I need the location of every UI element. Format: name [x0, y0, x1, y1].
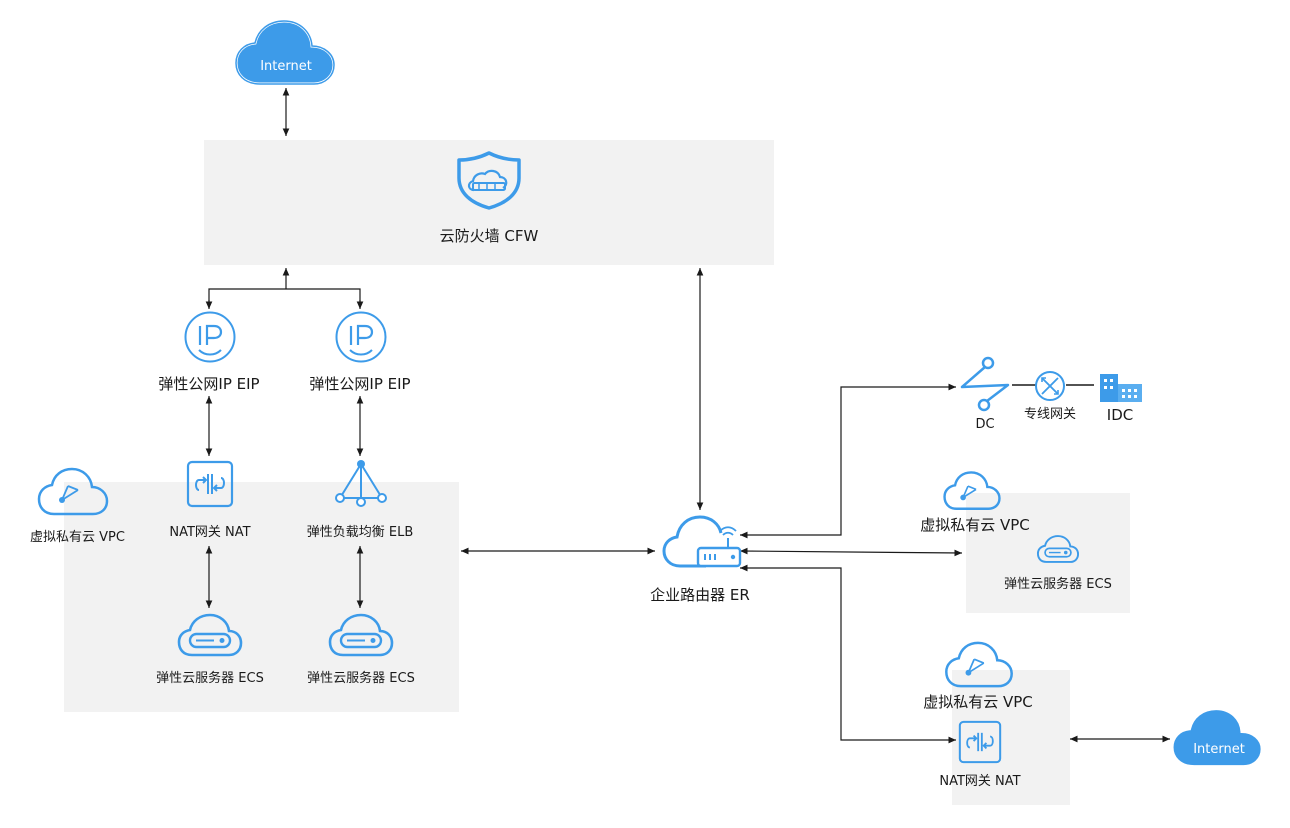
server-icon [1036, 535, 1080, 563]
vpc-left-label: 虚拟私有云 VPC [30, 530, 125, 545]
link-er-nat [740, 564, 956, 744]
ip-icon [184, 311, 236, 363]
vpc-right-1-label: 虚拟私有云 VPC [920, 516, 1030, 534]
nat-gateway-icon [186, 460, 234, 508]
ecs-right-label: 弹性云服务器 ECS [1004, 577, 1112, 592]
elb-label: 弹性负载均衡 ELB [306, 525, 414, 540]
vpc-left-panel [64, 482, 459, 712]
cfw-label: 云防火墙 CFW [439, 227, 539, 245]
router-icon [662, 515, 742, 568]
load-balancer-icon [335, 460, 387, 507]
dc-gateway-label: 专线网关 [1023, 407, 1076, 422]
vpc-right-1-panel [966, 493, 1130, 613]
vpc-right-2-label: 虚拟私有云 VPC [923, 693, 1033, 711]
dc-label: DC [975, 417, 995, 432]
shield-icon [457, 151, 521, 210]
link-eip-bracket [208, 288, 361, 308]
direct-connect-icon [960, 356, 1010, 412]
server-icon [177, 613, 243, 657]
nat-gateway-icon [958, 720, 1002, 764]
vpc-cloud-icon [943, 471, 1001, 510]
link-er-dc [740, 383, 956, 539]
ip-icon [335, 311, 387, 363]
vpc-cloud-icon [37, 467, 109, 516]
nat-right-label: NAT网关 NAT [939, 774, 1021, 789]
cfw-panel [204, 140, 774, 265]
ecs-left-1-label: 弹性云服务器 ECS [156, 671, 264, 686]
eip-right-label: 弹性公网IP EIP [309, 375, 411, 393]
idc-label: IDC [1106, 406, 1134, 424]
internet-bottom-label: Internet [1193, 742, 1245, 757]
server-icon [328, 613, 394, 657]
cloud-icon [1170, 707, 1264, 768]
link-er-vpc1 [739, 547, 963, 557]
vpc-cloud-icon [945, 641, 1013, 688]
er-label: 企业路由器 ER [650, 586, 750, 604]
gateway-icon [1035, 371, 1065, 401]
ecs-left-2-label: 弹性云服务器 ECS [307, 671, 415, 686]
internet-top-label: Internet [260, 59, 312, 74]
building-icon [1100, 374, 1142, 402]
eip-left-label: 弹性公网IP EIP [158, 375, 260, 393]
cloud-icon [234, 19, 336, 86]
nat-left-label: NAT网关 NAT [169, 525, 251, 540]
